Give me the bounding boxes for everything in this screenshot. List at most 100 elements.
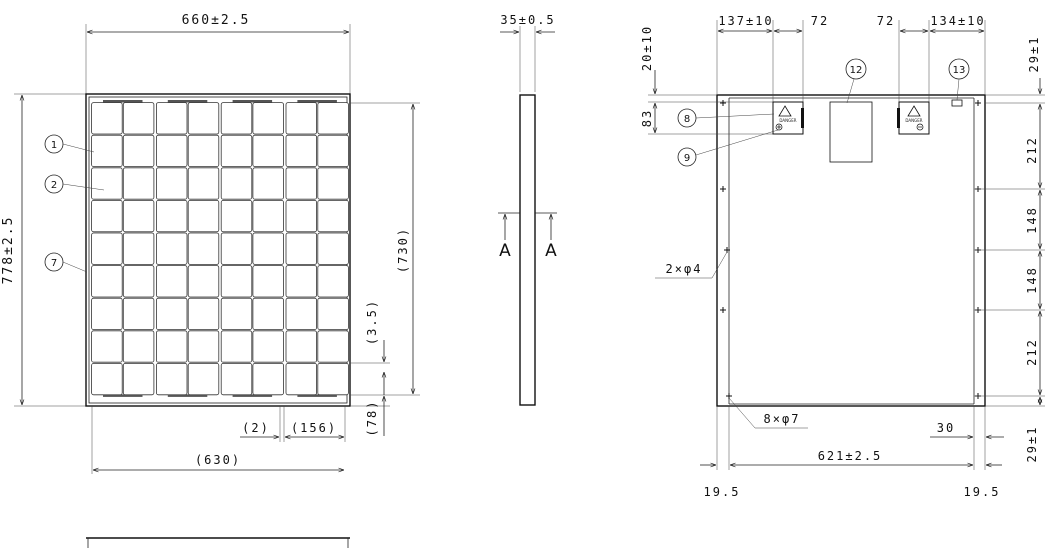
left-margin-label: 19.5: [704, 485, 741, 499]
cell-area-height-label: (730): [396, 227, 410, 273]
right-seg-4-label: 212: [1025, 338, 1039, 366]
solar-cell: [317, 330, 349, 363]
solar-cell: [285, 102, 318, 135]
cell-width-label: (156): [291, 421, 337, 435]
warning-icon: [778, 105, 792, 117]
solar-cell: [91, 362, 123, 396]
thickness-label: 35±0.5: [500, 13, 555, 27]
frame-top-offset-label: 20±10: [640, 25, 654, 71]
solar-cell: [122, 265, 155, 298]
solar-cell: [317, 232, 349, 265]
front-height-label: 778±2.5: [1, 216, 16, 285]
busbar: [103, 394, 143, 397]
solar-cell: [187, 199, 220, 233]
solar-cell: [285, 297, 318, 331]
mounting-hole-icon: [720, 307, 726, 313]
junction-box-left: DANGER: [772, 101, 804, 135]
solar-cell: [220, 134, 253, 167]
solar-cell: [252, 330, 284, 363]
solar-cell: [317, 265, 349, 298]
mounting-hole-icon: [720, 186, 726, 192]
top-right-dim-label: 134±10: [930, 14, 985, 28]
side-view: 35±0.5 A A: [498, 13, 557, 406]
callout-1: 1: [44, 134, 95, 154]
busbar: [103, 100, 143, 103]
solar-cell: [187, 362, 220, 396]
solar-cell: [252, 265, 284, 298]
front-width-label: 660±2.5: [182, 13, 251, 28]
solar-cell: [317, 102, 349, 135]
solar-cell: [122, 297, 155, 331]
right-seg-3-label: 148: [1025, 266, 1039, 294]
rear-view: 137±10 72 72 134±10 20±10 83 DANGER DANG…: [640, 14, 1045, 499]
busbar: [167, 100, 208, 103]
solar-cell: [252, 362, 284, 396]
callout-12: 12: [845, 58, 867, 104]
solar-cell: [220, 199, 253, 233]
solar-cell: [285, 265, 318, 298]
solar-cell: [252, 297, 284, 331]
solar-cell: [91, 199, 123, 233]
solar-cell: [122, 102, 155, 135]
solar-cell: [317, 362, 349, 396]
solar-cell: [122, 330, 155, 363]
front-view: 660±2.5 778±2.5 (730) (3.5) (78) (2) (15…: [1, 13, 420, 548]
right-seg-1-label: 212: [1025, 136, 1039, 164]
svg-text:DANGER: DANGER: [905, 118, 922, 123]
solar-cell: [91, 167, 123, 200]
svg-text:12: 12: [850, 65, 863, 76]
solar-cell: [317, 167, 349, 200]
solar-cell: [155, 297, 188, 331]
svg-text:9: 9: [684, 153, 690, 164]
rear-frame: [716, 94, 986, 407]
solar-cell: [155, 102, 188, 135]
solar-cell: [285, 199, 318, 233]
solar-cell: [220, 265, 253, 298]
section-marker-left: A: [499, 241, 511, 261]
solar-cell: [155, 362, 188, 396]
box-width-left-label: 72: [811, 14, 829, 28]
solar-cell: [285, 167, 318, 200]
solar-cell: [91, 297, 123, 331]
module-frame: [85, 93, 351, 407]
solar-cell: [122, 232, 155, 265]
solar-cell: [155, 199, 188, 233]
busbar: [232, 394, 273, 397]
busbar: [297, 394, 337, 397]
callout-8: 8: [677, 108, 775, 128]
solar-cell: [91, 265, 123, 298]
solar-cell: [285, 362, 318, 396]
solar-cell: [252, 199, 284, 233]
top-left-dim-label: 137±10: [718, 14, 773, 28]
svg-text:8: 8: [684, 114, 690, 125]
bottom-margin-label: (78): [365, 400, 379, 437]
rear-width-label: 621±2.5: [818, 449, 883, 463]
solar-cell: [122, 167, 155, 200]
solar-cell: [252, 167, 284, 200]
svg-text:13: 13: [953, 65, 966, 76]
junction-box-right: DANGER: [897, 101, 930, 135]
solar-cell-grid: [91, 100, 349, 397]
box-width-right-label: 72: [877, 14, 895, 28]
svg-text:DANGER: DANGER: [779, 118, 796, 123]
callout-13: 13: [948, 58, 970, 101]
solar-cell: [122, 199, 155, 233]
solar-cell: [155, 265, 188, 298]
hole-label-large: 8×φ7: [764, 412, 801, 426]
solar-cell: [317, 199, 349, 233]
corner-dim-label: 30: [937, 421, 955, 435]
warning-icon: [907, 105, 921, 117]
solar-cell: [155, 232, 188, 265]
solar-cell: [187, 167, 220, 200]
right-margin-label: 19.5: [964, 485, 1001, 499]
solar-cell: [91, 134, 123, 167]
solar-cell: [155, 134, 188, 167]
side-profile: [519, 94, 536, 406]
right-bottom-dim-label: 29±1: [1025, 426, 1039, 463]
small-label: [951, 99, 963, 107]
solar-cell: [155, 330, 188, 363]
offset-small-label: (3.5): [365, 299, 379, 345]
solar-cell: [187, 297, 220, 331]
solar-cell: [285, 134, 318, 167]
